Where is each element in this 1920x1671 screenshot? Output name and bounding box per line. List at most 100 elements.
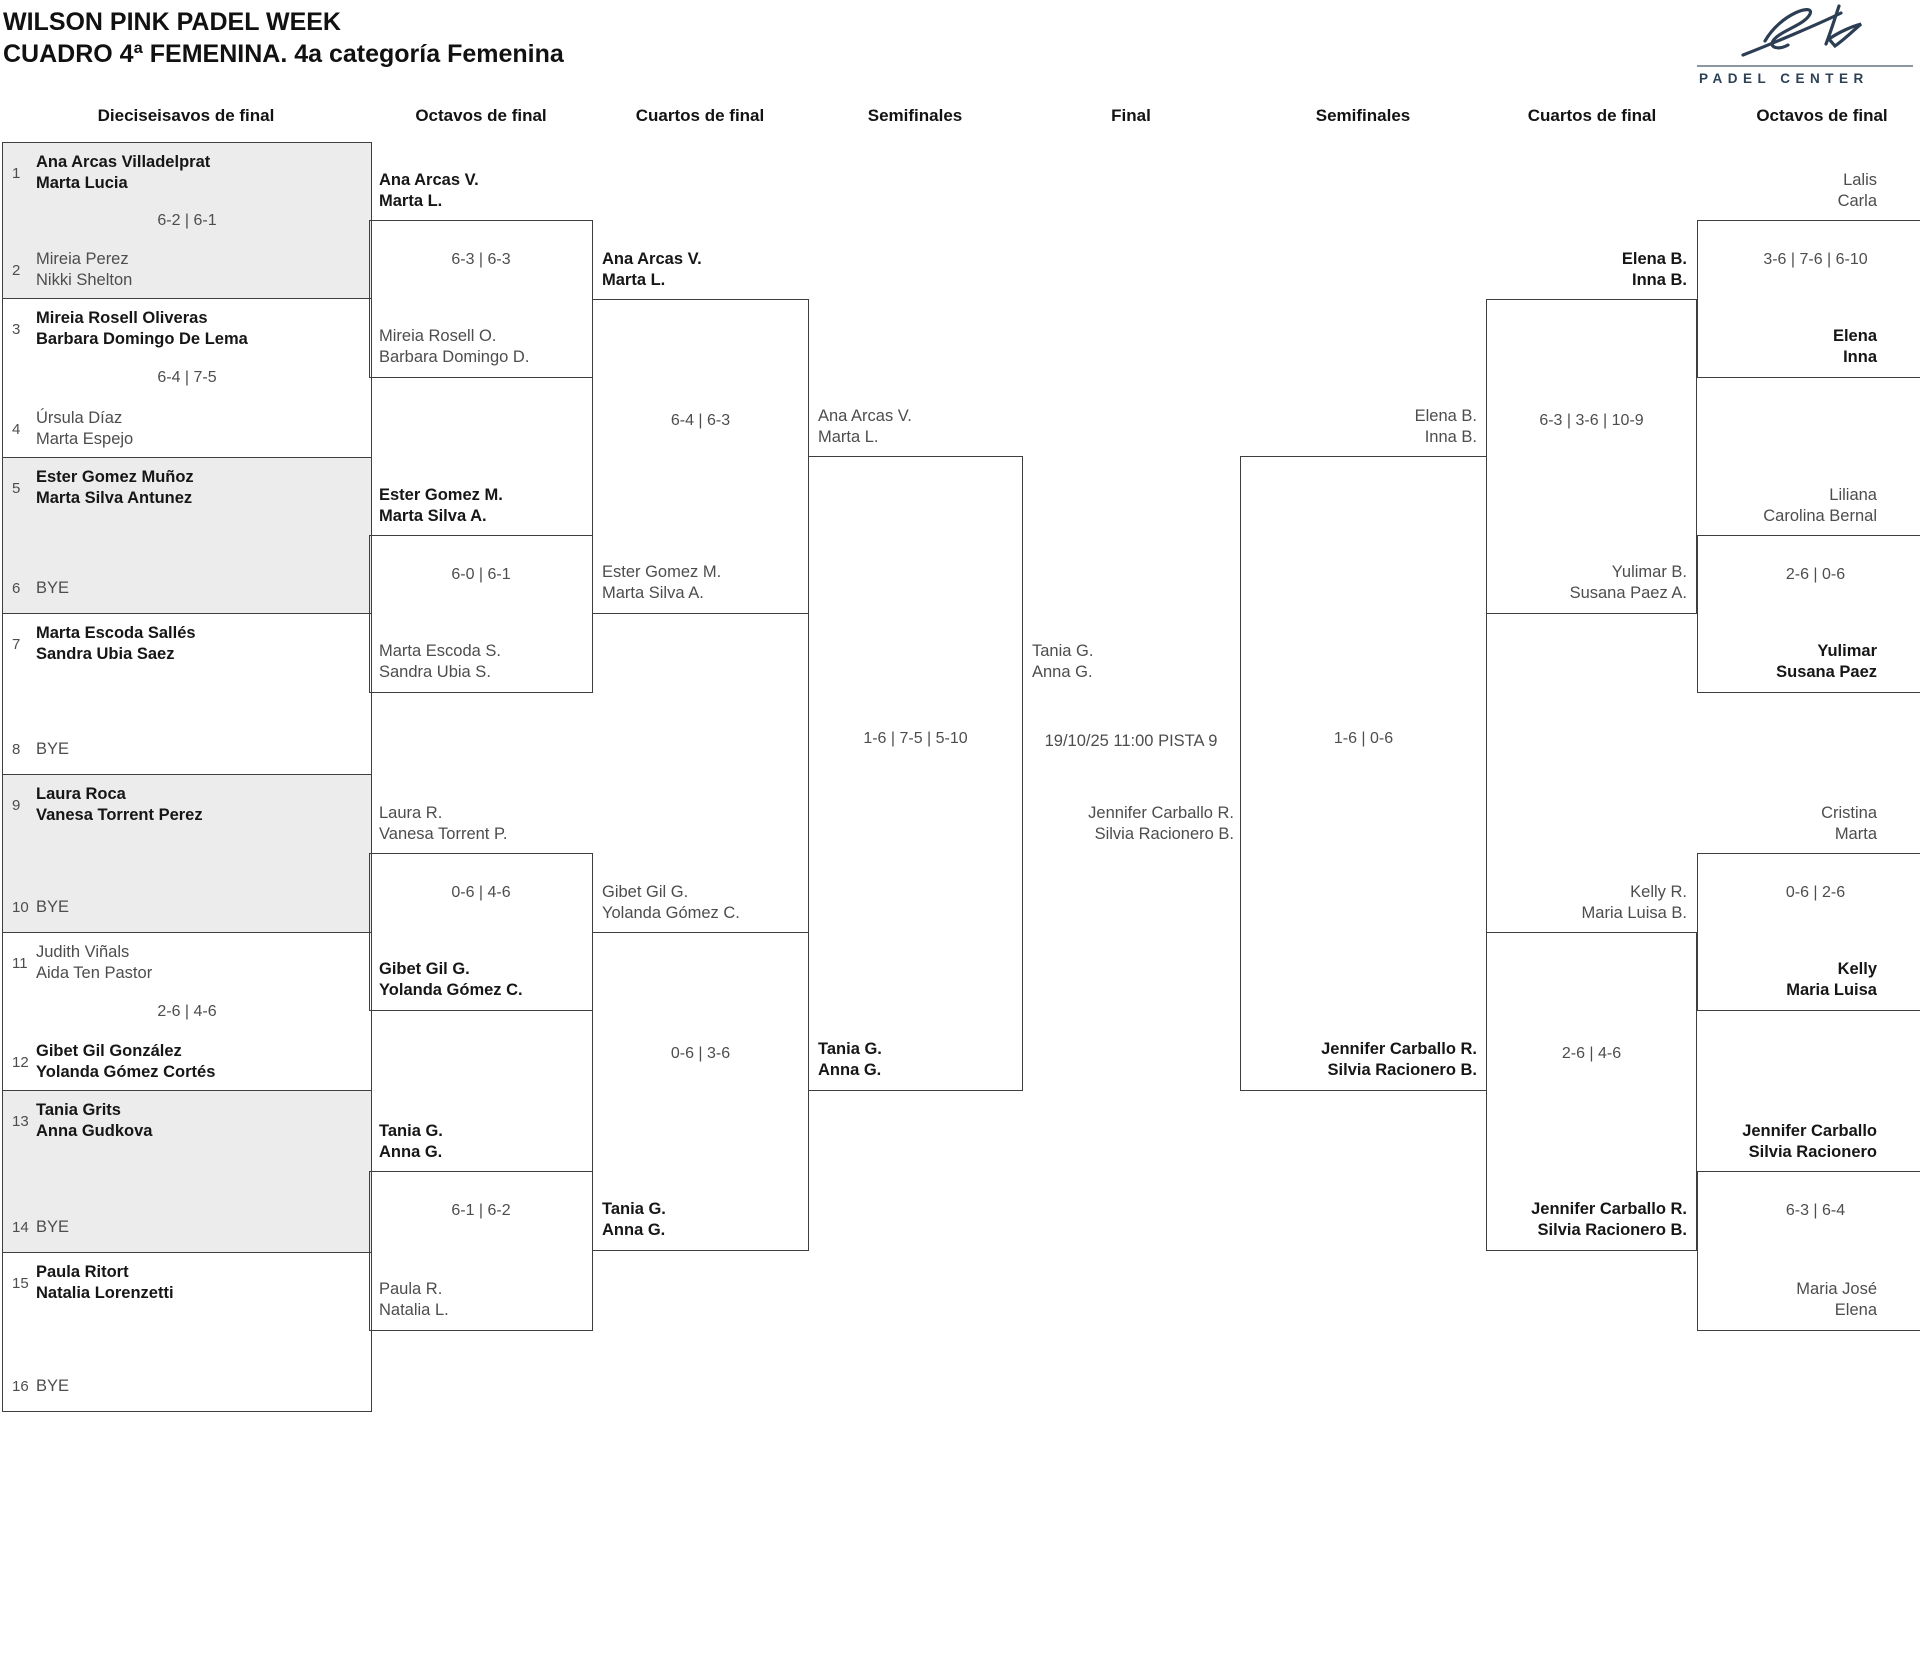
match-score: 6-0 | 6-1 [451,566,511,583]
bracket-entry: 5 Ester Gomez Muñoz Marta Silva Antunez [12,467,365,509]
team-label: Ester Gomez M. Marta Silva A. [602,563,722,602]
team-name: Tania Grits Anna Gudkova [36,1101,153,1140]
final-schedule: 19/10/25 11:00 PISTA 9 [1044,732,1218,750]
bracket-entry: 10 BYE [12,897,365,918]
team-label: Jennifer Carballo R. Silvia Racionero B. [1531,1200,1687,1239]
bracket-entry: 8 BYE [12,739,365,760]
team-label: Gibet Gil G. Yolanda Gómez C. [602,883,740,922]
seed-number: 1 [12,164,21,182]
team-label: Jennifer Carballo R. Silvia Racionero B. [1321,1040,1477,1079]
match-box: Tania G. Anna G. 6-1 | 6-2 Paula R. Nata… [369,1122,593,1331]
match-box: Kelly R. Maria Luisa B. 2-6 | 4-6 Jennif… [1486,883,1697,1251]
team-label: Ester Gomez M. Marta Silva A. [379,486,503,525]
match-box: 13 Tania Grits Anna Gudkova 14 BYE [3,1091,371,1253]
team-label: Yulimar Susana Paez [1776,642,1877,681]
match-score: 0-6 | 2-6 [1785,884,1846,901]
bracket-entry: 2 Mireia Perez Nikki Shelton [12,249,365,291]
bracket-entry: 13 Tania Grits Anna Gudkova [12,1100,365,1142]
final-team-top: Tania G. Anna G. [1032,642,1094,681]
team-label: Laura R. Vanesa Torrent P. [379,804,508,843]
team-label: Kelly Maria Luisa [1786,960,1877,999]
match-score: 2-6 | 0-6 [1785,566,1846,583]
team-label: Jennifer Carballo Silvia Racionero [1742,1122,1877,1161]
team-label: Elena Inna [1832,327,1877,366]
logo-wordmark: PADEL CENTER [1699,71,1869,86]
round-header-cuartos-right: Cuartos de final [1527,106,1657,125]
match-score: 6-3 | 6-3 [451,251,511,268]
match-score: 6-1 | 6-2 [451,1202,511,1219]
team-label: Cristina Marta [1821,804,1877,843]
bracket-entry: 16 BYE [12,1376,365,1397]
match-box: Ester Gomez M. Marta Silva A. 6-0 | 6-1 … [369,486,593,693]
team-label: Tania G. Anna G. [818,1040,882,1079]
match-score: 6-2 | 6-1 [157,211,217,229]
team-name: Mireia Rosell Oliveras Barbara Domingo D… [36,309,248,348]
team-label: Marta Escoda S. Sandra Ubia S. [379,642,501,681]
page-title: WILSON PINK PADEL WEEK CUADRO 4ª FEMENIN… [3,6,564,70]
team-label: Tania G. Anna G. [602,1200,666,1239]
match-score: 2-6 | 4-6 [1561,1045,1622,1062]
match-score: 1-6 | 0-6 [1333,730,1394,747]
seed-number: 13 [12,1112,29,1130]
team-name: Mireia Perez Nikki Shelton [36,250,133,289]
match-score: 1-6 | 7-5 | 5-10 [863,730,968,747]
match-box: Jennifer Carballo Silvia Racionero 6-3 |… [1697,1122,1920,1331]
bracket-entry: 9 Laura Roca Vanesa Torrent Perez [12,784,365,826]
team-name: BYE [36,898,70,916]
team-name: Úrsula Díaz Marta Espejo [36,409,134,448]
match-score: 6-4 | 6-3 [670,412,731,429]
team-name: Ana Arcas Villadelprat Marta Lucia [36,153,211,192]
seed-number: 4 [12,420,21,438]
match-box: Ana Arcas V. Marta L. 6-4 | 6-3 Ester Go… [592,250,809,614]
match-score: 3-6 | 7-6 | 6-10 [1763,251,1868,268]
seed-number: 15 [12,1274,29,1292]
match-box: Ana Arcas V. Marta L. 6-3 | 6-3 Mireia R… [369,171,593,378]
seed-number: 6 [12,580,21,597]
match-box: Cristina Marta 0-6 | 2-6 Kelly Maria Lui… [1697,804,1920,1011]
seed-number: 10 [12,899,29,916]
match-box: 11 Judith Viñals Aida Ten Pastor 2-6 | 4… [3,933,371,1091]
seed-number: 5 [12,479,21,497]
team-name: Judith Viñals Aida Ten Pastor [36,943,153,982]
team-name: Marta Escoda Sallés Sandra Ubia Saez [36,624,196,663]
team-name: Laura Roca Vanesa Torrent Perez [36,785,203,824]
team-label: Paula R. Natalia L. [379,1280,449,1319]
match-score: 0-6 | 4-6 [451,884,511,901]
round-header-semifinal-right: Semifinales [1315,106,1411,125]
seed-number: 11 [12,954,28,972]
bracket-entry: 1 Ana Arcas Villadelprat Marta Lucia [12,152,365,194]
seed-number: 16 [12,1378,29,1395]
team-name: Ester Gomez Muñoz Marta Silva Antunez [36,468,194,507]
bela-signature-logo-icon [1741,4,1863,57]
round-header-dieciseisavos: Dieciseisavos de final [97,106,275,125]
team-label: Tania G. Anna G. [379,1122,443,1161]
team-label: Elena B. Inna B. [1621,250,1687,289]
match-box: 5 Ester Gomez Muñoz Marta Silva Antunez … [3,458,371,614]
team-name: BYE [36,579,70,597]
match-score: 6-4 | 7-5 [157,369,217,386]
bracket-entry: 7 Marta Escoda Sallés Sandra Ubia Saez [12,623,365,665]
logo-divider [1697,65,1913,67]
bracket-entry: 4 Úrsula Díaz Marta Espejo [12,408,365,450]
bracket-entry: 15 Paula Ritort Natalia Lorenzetti [12,1262,365,1304]
seed-number: 9 [12,796,21,814]
team-label: Mireia Rosell O. Barbara Domingo D. [379,327,530,366]
match-box: Elena B. Inna B. 6-3 | 3-6 | 10-9 Yulima… [1486,250,1697,614]
round-header-cuartos-left: Cuartos de final [635,106,765,125]
match-box: 7 Marta Escoda Sallés Sandra Ubia Saez 8… [3,614,371,775]
match-box: Liliana Carolina Bernal 2-6 | 0-6 Yulima… [1697,486,1920,693]
final-team-bottom: Jennifer Carballo R. Silvia Racionero B. [1088,804,1234,843]
team-label: Maria José Elena [1796,1280,1877,1319]
bracket-entry: 6 BYE [12,578,365,599]
seed-number: 8 [12,741,21,758]
team-label: Ana Arcas V. Marta L. [602,250,702,289]
match-box: 9 Laura Roca Vanesa Torrent Perez 10 BYE [3,775,371,933]
team-label: Ana Arcas V. Marta L. [818,407,912,446]
match-box: Ana Arcas V. Marta L. 1-6 | 7-5 | 5-10 T… [808,407,1023,1091]
round-header-semifinal-left: Semifinales [867,106,963,125]
seed-number: 3 [12,320,21,338]
team-label: Kelly R. Maria Luisa B. [1581,883,1687,922]
match-score: 6-3 | 6-4 [1785,1202,1846,1219]
match-score: 2-6 | 4-6 [157,1002,217,1020]
